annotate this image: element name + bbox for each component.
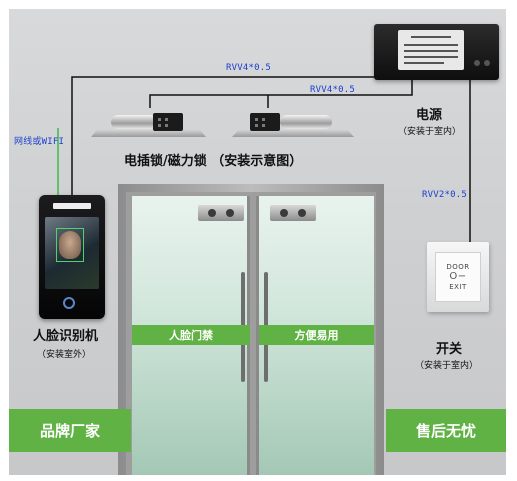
camera-icon xyxy=(53,203,91,209)
power-supply-box xyxy=(374,24,499,80)
power-supply-label-plate xyxy=(398,30,464,70)
exit-switch-note: （安装于室内） xyxy=(415,361,479,371)
locks-caption: 电插锁/磁力锁 （安装示意图） xyxy=(124,154,303,169)
wire-label-switch: RVV2*0.5 xyxy=(422,190,467,200)
wire-label-network: 网线或WIFI xyxy=(14,137,65,147)
electric-lock-right xyxy=(232,113,354,137)
face-icon xyxy=(59,231,81,259)
door-lock-right xyxy=(270,205,316,221)
exit-button: DOOR O− EXIT xyxy=(435,252,481,302)
electric-lock-left xyxy=(91,113,206,137)
terminal-note: （安装室外） xyxy=(37,350,92,360)
face-detect-frame-icon xyxy=(56,228,84,262)
power-supply-title: 电源 xyxy=(416,108,443,123)
terminal-title: 人脸识别机 xyxy=(33,329,99,344)
banner-right: 售后无忧 xyxy=(386,409,506,452)
terminal-screen xyxy=(45,217,99,289)
door-sign-right: 方便易用 xyxy=(259,325,374,345)
wire-power-locks xyxy=(149,80,413,108)
exit-switch-title: 开关 xyxy=(436,342,463,357)
door-lock-left xyxy=(198,205,244,221)
wire-label-locks: RVV4*0.5 xyxy=(310,85,355,95)
wire-terminal-power xyxy=(71,76,374,196)
face-recognition-terminal xyxy=(39,195,105,319)
exit-switch: DOOR O− EXIT xyxy=(427,242,489,312)
wire-label-terminal: RVV4*0.5 xyxy=(226,63,271,73)
card-reader-icon xyxy=(63,297,75,309)
door-sign-left: 人脸门禁 xyxy=(132,325,250,345)
key-icon: O− xyxy=(449,271,467,282)
exit-switch-bottom-text: EXIT xyxy=(449,283,467,291)
banner-left: 品牌厂家 xyxy=(9,409,131,452)
exit-switch-top-text: DOOR xyxy=(446,263,470,271)
power-supply-note: （安装于室内） xyxy=(398,127,462,137)
